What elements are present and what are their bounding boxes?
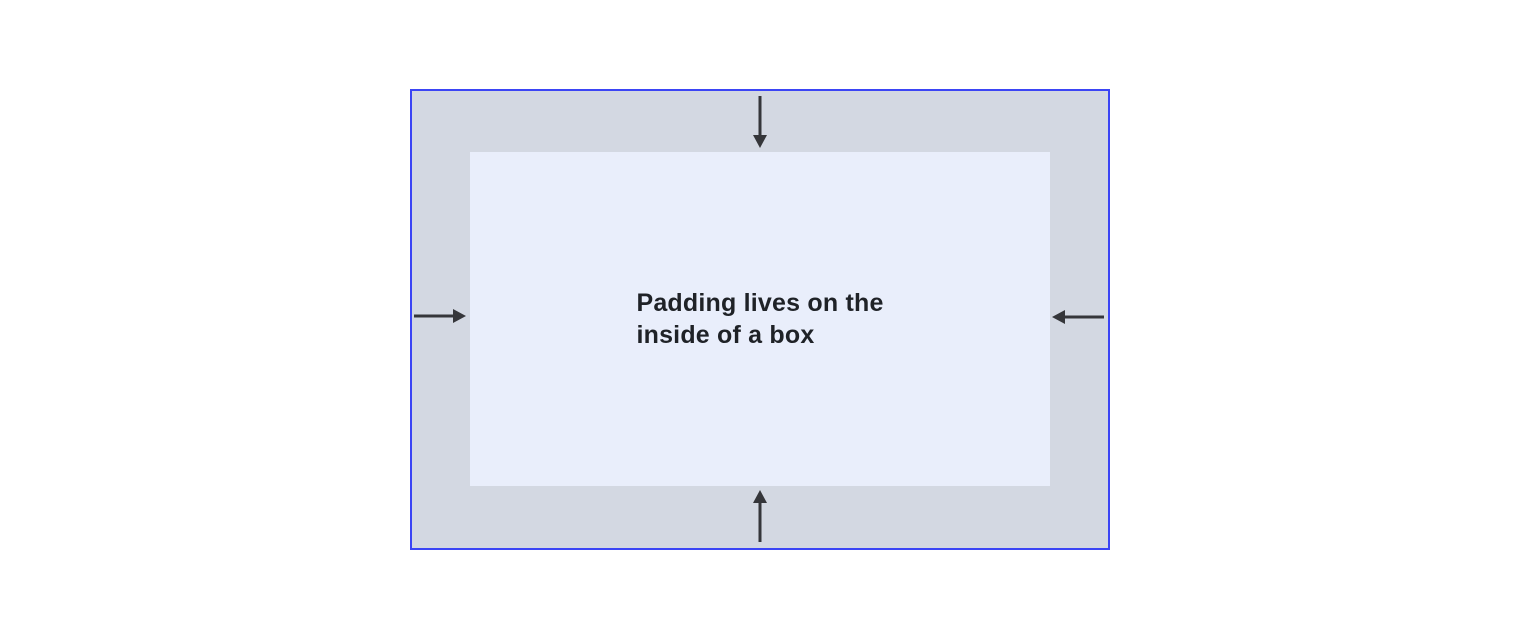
diagram-label-line2: inside of a box: [636, 321, 815, 349]
diagram-label: Padding lives on the inside of a box: [636, 287, 883, 351]
arrow-left-icon: [1052, 309, 1104, 325]
diagram-label-line1: Padding lives on the: [636, 289, 884, 317]
arrow-down-icon: [752, 96, 768, 148]
content-area-box: Padding lives on the inside of a box: [470, 152, 1050, 486]
arrow-right-icon: [414, 308, 466, 324]
arrow-up-icon: [752, 490, 768, 542]
